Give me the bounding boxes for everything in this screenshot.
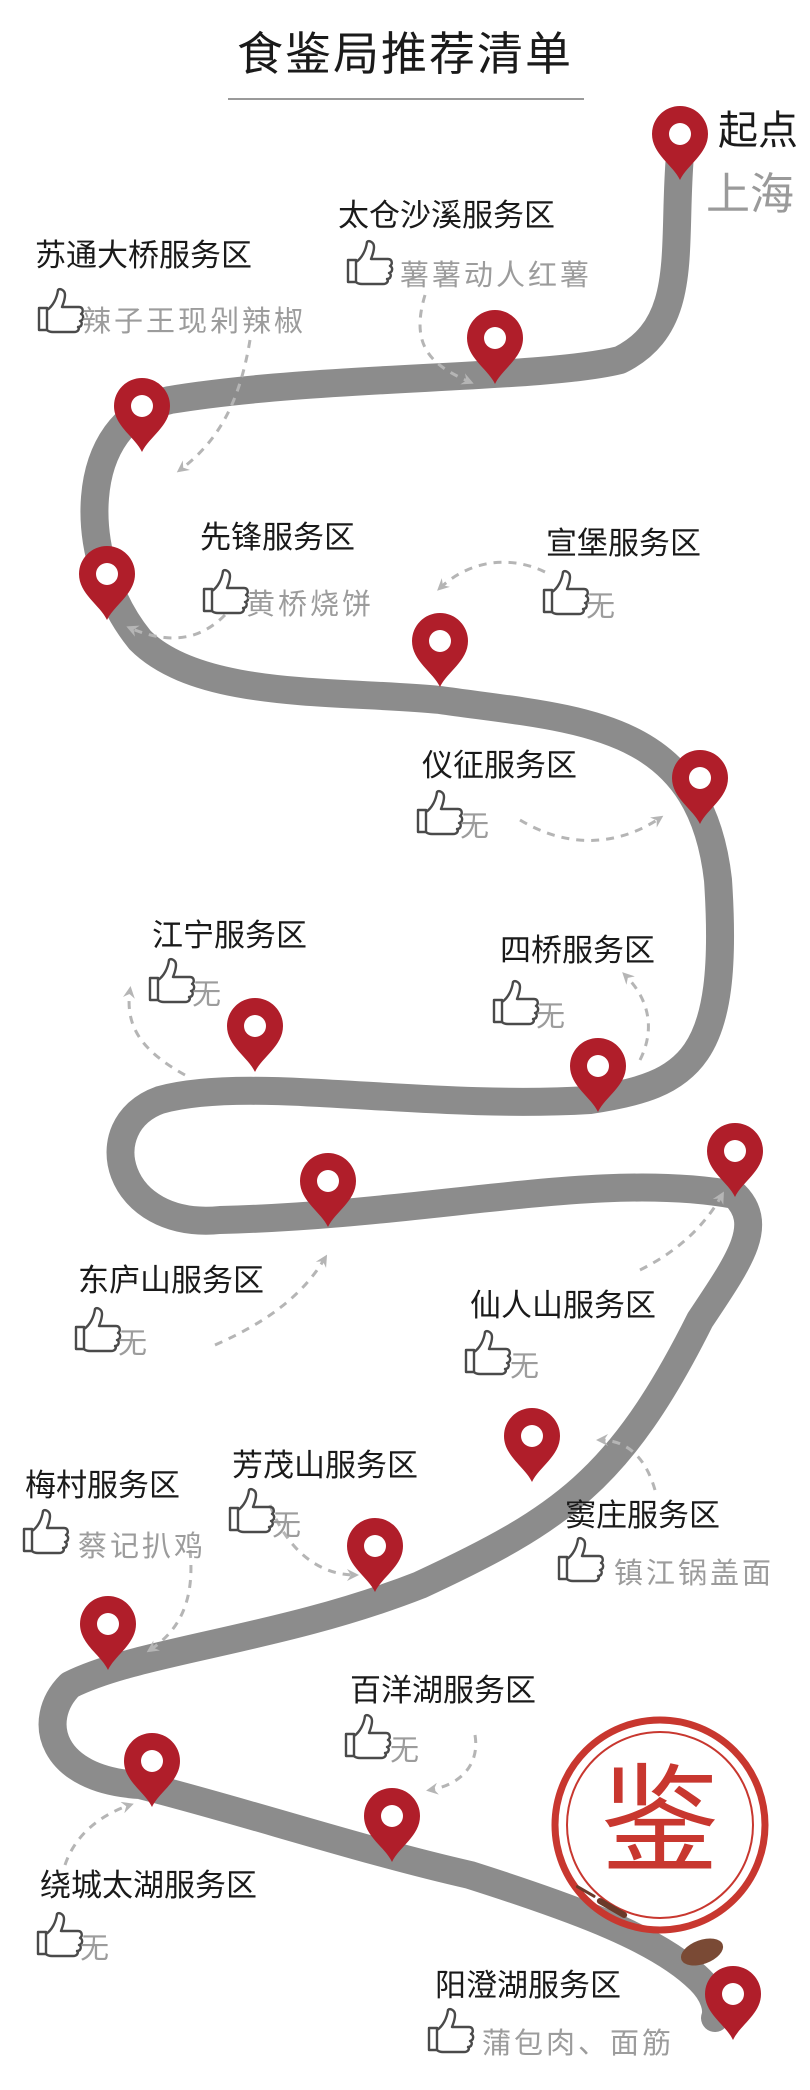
knife-icon [680, 1938, 724, 1966]
recommended-food: 辣子王现剁辣椒 [82, 304, 307, 338]
service-area-name: 先锋服务区 [200, 520, 355, 556]
service-area-name: 阳澄湖服务区 [435, 1968, 621, 2004]
service-area-name: 百洋湖服务区 [350, 1673, 536, 1709]
thumbs-up-icon [462, 1328, 514, 1376]
recommended-food: 无 [192, 977, 225, 1011]
service-area-name: 窦庄服务区 [565, 1498, 720, 1534]
service-area-name: 仙人山服务区 [470, 1288, 656, 1324]
arrow-xianfeng [126, 613, 227, 640]
recommended-food: 薯薯动人红薯 [400, 258, 593, 292]
service-area-name: 宣堡服务区 [546, 526, 701, 562]
stamp-character: 鉴 [601, 1752, 719, 1890]
thumbs-up-icon [72, 1305, 124, 1353]
thumbs-up-icon [226, 1486, 278, 1534]
arrow-baiyanghu [426, 1734, 478, 1795]
location-pin-icon [570, 1038, 626, 1112]
arrow-jiangning [122, 986, 186, 1077]
recommended-food: 无 [586, 589, 619, 623]
location-pin-icon [347, 1518, 403, 1592]
arrow-siqiao [622, 972, 650, 1061]
page-title: 食鉴局推荐清单 [237, 27, 573, 81]
recommended-food: 无 [510, 1349, 543, 1383]
arrow-fangmaoshan [268, 1504, 359, 1581]
title-underline [228, 98, 584, 100]
recommended-food: 无 [536, 999, 569, 1033]
thumbs-up-icon [146, 956, 198, 1004]
arrow-xianrenshan [639, 1191, 724, 1272]
location-pin-icon [652, 106, 708, 180]
service-area-name: 仪征服务区 [422, 748, 577, 784]
location-pin-icon [114, 378, 170, 452]
thumbs-up-icon [34, 1910, 86, 1958]
location-pin-icon [412, 613, 468, 687]
arrow-meicun [146, 1549, 193, 1653]
recommended-food: 无 [390, 1733, 423, 1767]
thumbs-up-icon [20, 1507, 72, 1555]
service-area-name: 四桥服务区 [500, 933, 655, 969]
map-pins [79, 106, 763, 2040]
arrow-xuanbao [437, 560, 546, 591]
service-area-name: 苏通大桥服务区 [35, 238, 252, 274]
location-pin-icon [705, 1966, 761, 2040]
fork-icon [575, 1885, 628, 1918]
stamp-outer-ring [551, 1716, 769, 1934]
thumbs-up-icon [555, 1535, 607, 1583]
thumbs-up-icon [414, 788, 466, 836]
location-pin-icon [672, 750, 728, 824]
location-pin-icon [504, 1408, 560, 1482]
thumbs-up-icon [490, 978, 542, 1026]
thumbs-up-icon [35, 286, 87, 334]
service-area-name: 东庐山服务区 [78, 1263, 264, 1299]
recommended-food: 蒲包肉、面筋 [482, 2026, 675, 2060]
thumbs-up-icon [540, 568, 592, 616]
jian-seal-stamp: 鉴 [551, 1716, 769, 1966]
thumbs-up-icon [342, 1712, 394, 1760]
location-pin-icon [707, 1123, 763, 1197]
recommended-food: 黄桥烧饼 [246, 587, 375, 621]
arrow-sutong [176, 339, 252, 473]
stamp-inner-ring [566, 1731, 754, 1919]
location-pin-icon [364, 1788, 420, 1862]
location-pin-icon [124, 1733, 180, 1807]
thumbs-up-icon [200, 567, 252, 615]
location-pin-icon [80, 1596, 136, 1670]
recommended-food: 无 [272, 1508, 305, 1542]
arrow-raocheng [63, 1801, 134, 1866]
arrow-taicang [418, 294, 474, 385]
arrow-yizheng [519, 815, 664, 842]
recommended-food: 蔡记扒鸡 [78, 1529, 207, 1563]
arrow-donglushan [214, 1254, 328, 1347]
location-pin-icon [300, 1153, 356, 1227]
recommended-food: 无 [118, 1326, 151, 1360]
service-area-name: 绕城太湖服务区 [40, 1868, 257, 1904]
location-pin-icon [79, 546, 135, 620]
location-pin-icon [467, 310, 523, 384]
recommended-food: 无 [460, 809, 493, 843]
direction-arrows [63, 294, 724, 1866]
recommended-food: 镇江锅盖面 [614, 1556, 775, 1590]
service-area-name: 芳茂山服务区 [232, 1448, 418, 1484]
thumbs-up-icon [425, 2006, 477, 2054]
highway-road [38, 141, 763, 2032]
recommended-food: 无 [80, 1931, 113, 1965]
location-pin-icon [227, 998, 283, 1072]
thumbs-up-icon [344, 238, 396, 286]
start-city: 上海 [706, 169, 794, 220]
service-area-name: 太仓沙溪服务区 [338, 198, 555, 234]
start-label: 起点 [718, 108, 798, 154]
service-area-name: 江宁服务区 [152, 918, 307, 954]
service-area-name: 梅村服务区 [25, 1468, 180, 1504]
